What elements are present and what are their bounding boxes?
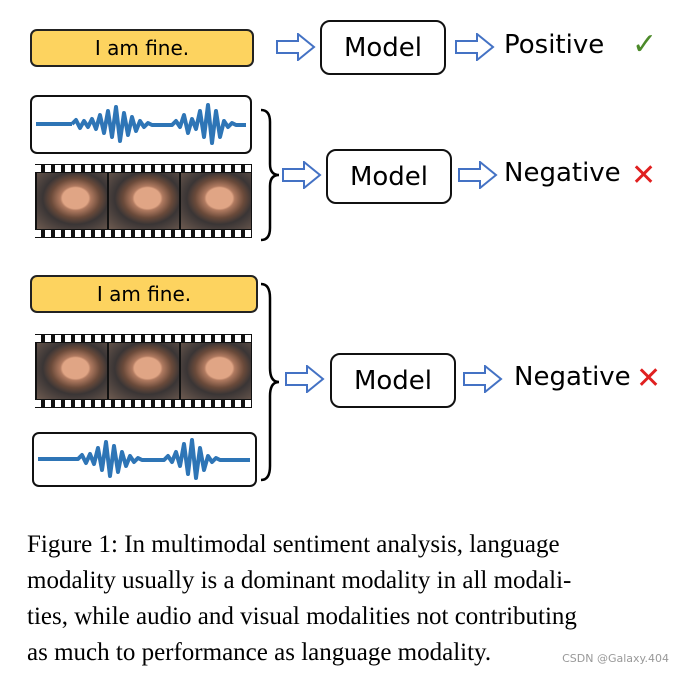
right-arrow-icon [463,365,503,393]
curly-brace-icon [260,108,280,242]
model-box-3: Model [330,353,456,408]
waveform-icon [38,438,250,480]
model-box-1: Model [320,20,446,75]
video-frame [37,173,107,229]
film-strip-icon [35,334,252,408]
right-arrow-icon [285,365,325,393]
text-input-box-2: I am fine. [30,275,258,313]
watermark: CSDN @Galaxy.404 [562,652,669,665]
text-input-box-1: I am fine. [30,29,254,67]
caption-line: as much to performance as language modal… [27,639,492,666]
video-frame [181,173,251,229]
video-frame [109,173,179,229]
audio-waveform-box-1 [30,95,252,154]
right-arrow-icon [458,161,498,189]
cross-icon: ✕ [631,158,657,193]
caption-line: modality usually is a dominant modality … [27,567,572,594]
film-strip-icon [35,164,252,238]
video-frame [37,343,107,399]
output-label-2: Negative [504,158,621,188]
audio-waveform-box-2 [32,432,257,487]
right-arrow-icon [282,161,322,189]
video-frame [109,343,179,399]
caption-line: ties, while audio and visual modalities … [27,603,577,630]
right-arrow-icon [455,33,495,61]
output-label-1: Positive [504,30,605,60]
caption-line: Figure 1: In multimodal sentiment analys… [27,531,560,558]
model-box-2: Model [326,149,452,204]
figure-caption: Figure 1: In multimodal sentiment analys… [27,527,667,671]
check-icon: ✓ [632,27,658,62]
video-frame [181,343,251,399]
right-arrow-icon [276,33,316,61]
waveform-icon [36,103,246,145]
curly-brace-icon [260,282,280,482]
output-label-3: Negative [514,362,631,392]
cross-icon: ✕ [636,361,662,396]
